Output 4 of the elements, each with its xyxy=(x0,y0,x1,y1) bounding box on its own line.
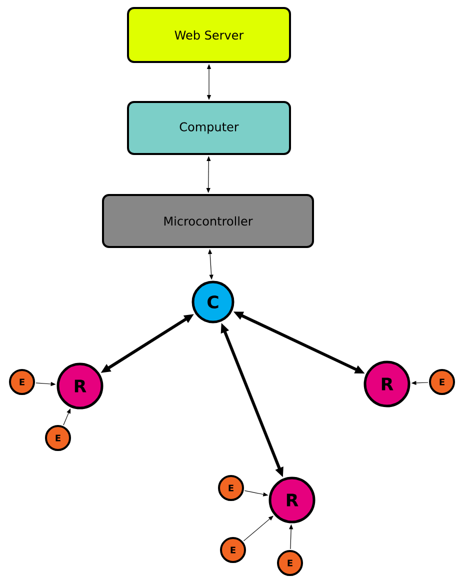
process-box: Microcontroller xyxy=(102,194,314,248)
arrow xyxy=(243,516,274,542)
process-box: Web Server xyxy=(127,7,291,63)
process-box: Computer xyxy=(127,101,291,155)
